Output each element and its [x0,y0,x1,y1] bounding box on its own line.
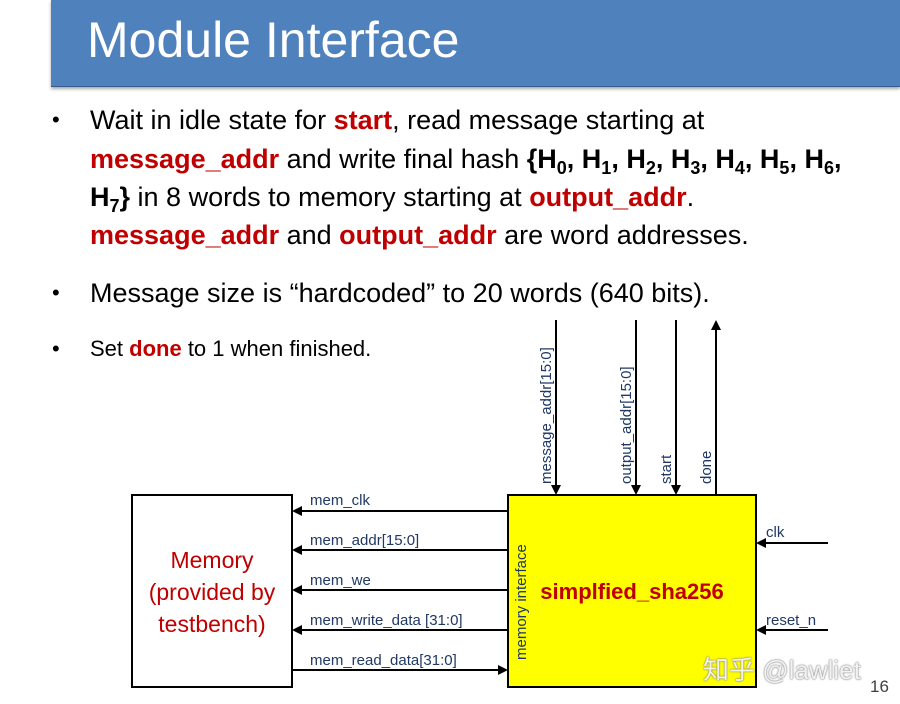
start-label: start [658,454,675,484]
hash-sep: , H [700,144,735,174]
sha256-box [507,494,757,688]
message-addr-label: message_addr[15:0] [538,347,555,484]
hash-list: {H0, H1, H2, H3, H4, H5, H6, [526,144,842,177]
bullet-marker: • [52,280,60,305]
text: and [279,220,340,250]
signal-message-addr: message_addr [90,220,280,250]
sub-0: 0 [556,158,567,178]
mem-clk-label: mem_clk [310,492,371,509]
memory-interface-label: memory interface [513,544,530,660]
bullet1-line4: message_addr and output_addr are word ad… [90,218,749,252]
bullet2-text: Message size is “hardcoded” to 20 words … [90,278,710,308]
output-addr-label: output_addr[15:0] [618,366,635,484]
hash-close: } [119,182,131,212]
mem-addr-label: mem_addr[15:0] [310,532,419,549]
bullet1-line1: Wait in idle state for start, read messa… [90,103,704,137]
text: in 8 words to memory starting at [130,182,530,212]
signal-done: done [129,336,182,361]
done-label: done [698,451,715,484]
hash-sep: , H [566,144,602,174]
hash-sep: , H [611,144,646,174]
clk-label: clk [766,524,785,541]
hash-comma: , [833,144,842,174]
sub-7: 7 [109,196,120,216]
text: Set [90,336,130,361]
bullet1-line3: H7} in 8 words to memory starting at out… [90,180,695,216]
memory-label-3: testbench) [158,611,265,637]
sha256-label: simplfied_sha256 [540,579,723,604]
text: are word addresses. [496,220,749,250]
sub-1: 1 [601,158,612,178]
signal-output-addr: output_addr [339,220,497,250]
reset-n-label: reset_n [766,612,816,629]
slide-title: Module Interface [87,12,460,68]
memory-label-1: Memory [170,547,254,573]
sub-3: 3 [690,158,701,178]
hash-sep: , H [744,144,780,174]
bullet-marker: • [52,336,60,361]
title-bar: Module Interface [51,0,900,87]
text: to 1 when finished. [181,336,372,361]
sub-2: 2 [645,158,656,178]
bullet-marker: • [52,107,60,132]
text: . [686,182,695,212]
bullet3-line: Set done to 1 when finished. [90,335,371,363]
sub-5: 5 [779,158,790,178]
signal-message-addr: message_addr [90,144,280,174]
mem-we-label: mem_we [310,572,371,589]
signal-start: start [333,105,393,135]
hash-h7: H7} [90,182,131,216]
page-number: 16 [870,677,889,696]
watermark: 知乎 @lawliet [703,655,861,685]
memory-label-2: (provided by [149,579,276,605]
memory-box [131,494,293,688]
text: , read message starting at [392,105,705,135]
bullet1-line2: message_addr and write final hash {H0, H… [90,142,842,177]
hash-sep: , H [655,144,691,174]
sub-4: 4 [734,158,745,178]
signal-output-addr: output_addr [529,182,687,212]
text: Wait in idle state for [90,105,334,135]
mem-write-data-label: mem_write_data [31:0] [310,612,463,629]
hash-sep: , H [789,144,824,174]
mem-read-data-label: mem_read_data[31:0] [310,652,457,669]
text: and write final hash [279,144,527,174]
hash-h: {H [526,144,557,174]
sub-6: 6 [823,158,834,178]
